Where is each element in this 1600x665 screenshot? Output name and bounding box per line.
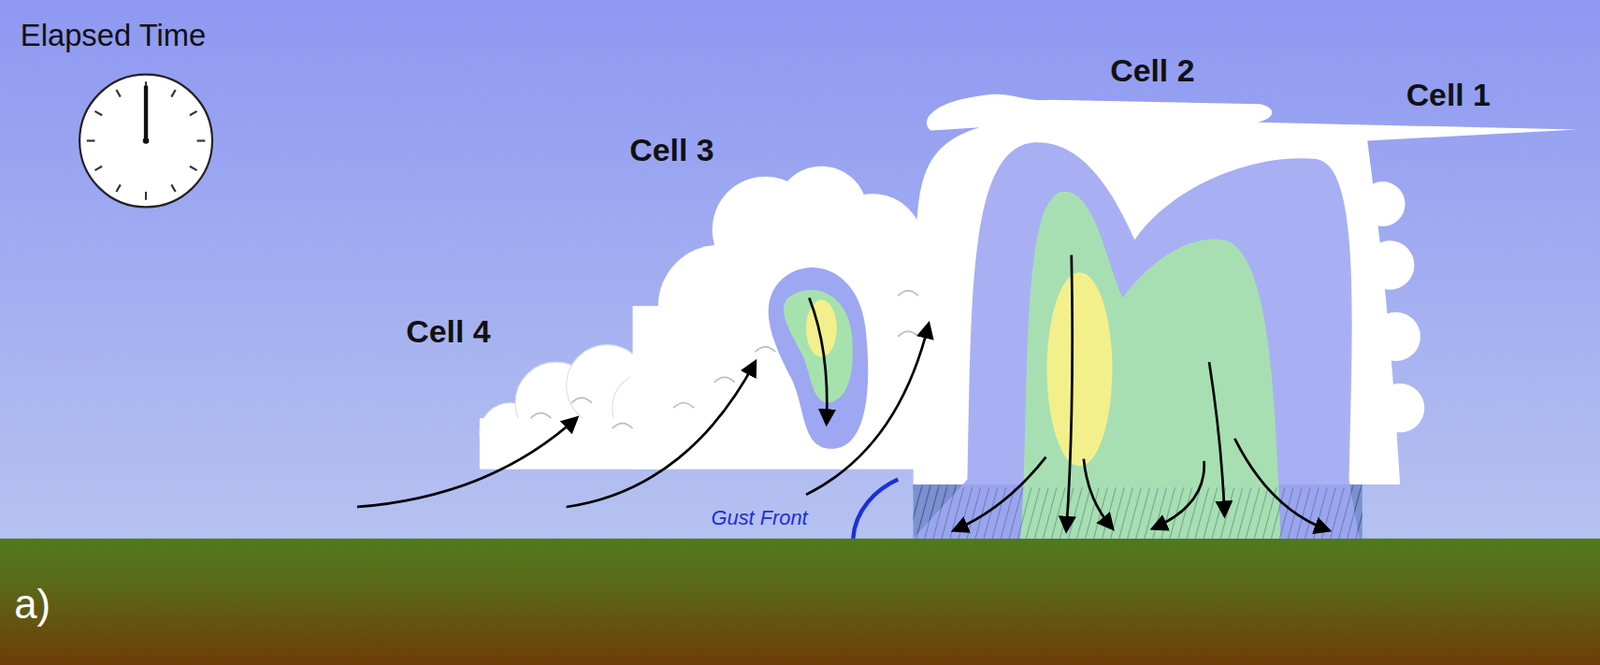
radar-echo-strong (806, 300, 837, 358)
radar-echo-moderate (1020, 191, 1281, 539)
gust-front-line (852, 479, 898, 539)
airflow-arrow (357, 255, 1329, 531)
clock-title: Elapsed Time (20, 18, 206, 54)
radar-echo-moderate (783, 289, 853, 404)
cell-3-cloud (627, 166, 950, 470)
cell-label: Cell 4 (405, 314, 491, 351)
gust-front-label: Gust Front (711, 505, 808, 530)
cell-label: Cell 2 (1109, 53, 1195, 90)
cell-label: Cell 3 (629, 132, 714, 170)
radar-echo-strong (1047, 272, 1113, 466)
cell-label: Cell 1 (1406, 77, 1491, 115)
panel-letter: a) (14, 581, 51, 628)
radar-echo-weak (913, 142, 1360, 539)
radar-echo-weak (768, 267, 868, 449)
clock-icon (79, 74, 213, 208)
